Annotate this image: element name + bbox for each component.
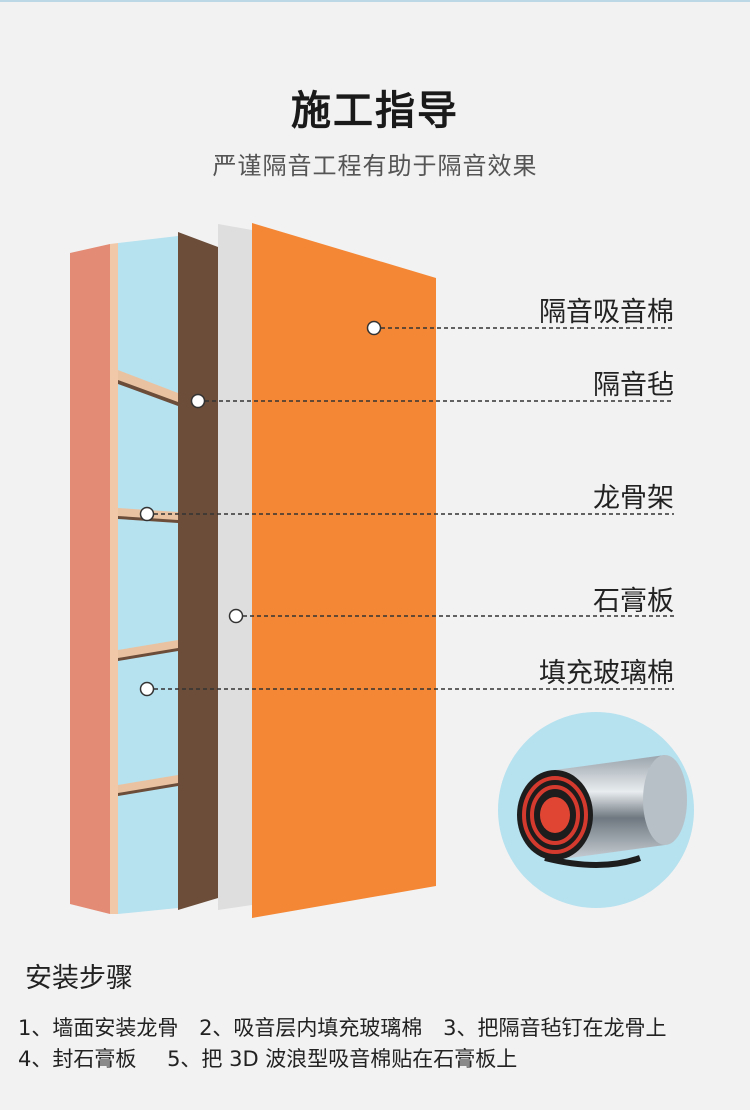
brick-wall bbox=[70, 244, 110, 914]
layer-label-gypsum-board: 石膏板 bbox=[593, 586, 674, 617]
glass-wool-cavity bbox=[118, 236, 178, 914]
install-step: 3、把隔音毡钉在龙骨上 bbox=[443, 1016, 667, 1040]
install-step: 1、墙面安装龙骨 bbox=[18, 1016, 179, 1040]
layer-label-keel-frame: 龙骨架 bbox=[593, 483, 674, 514]
wall-edge bbox=[110, 243, 118, 914]
layer-label-glass-wool: 填充玻璃棉 bbox=[539, 658, 674, 689]
install-step: 2、吸音层内填充玻璃棉 bbox=[199, 1016, 423, 1040]
install-steps-line-1: 1、墙面安装龙骨 2、吸音层内填充玻璃棉 3、把隔音毡钉在龙骨上 bbox=[18, 1012, 681, 1042]
install-step: 4、封石膏板 bbox=[18, 1047, 137, 1071]
top-border bbox=[0, 0, 750, 2]
acoustic-foam-layer bbox=[252, 223, 436, 918]
layer-label-acoustic-foam: 隔音吸音棉 bbox=[539, 297, 674, 328]
foam-roll-image bbox=[498, 712, 694, 908]
sound-felt-layer bbox=[178, 232, 218, 910]
install-step: 5、把 3D 波浪型吸音棉贴在石膏板上 bbox=[167, 1047, 518, 1071]
layer-label-sound-felt: 隔音毡 bbox=[593, 370, 674, 401]
leader-lines bbox=[147, 327, 674, 690]
page-subtitle: 严谨隔音工程有助于隔音效果 bbox=[212, 152, 538, 180]
page-title: 施工指导 bbox=[291, 88, 459, 134]
leader-dots bbox=[139, 320, 382, 697]
install-steps-title: 安装步骤 bbox=[25, 963, 133, 994]
gypsum-board-layer bbox=[218, 224, 252, 910]
install-steps-line-2: 4、封石膏板 5、把 3D 波浪型吸音棉贴在石膏板上 bbox=[18, 1043, 531, 1073]
